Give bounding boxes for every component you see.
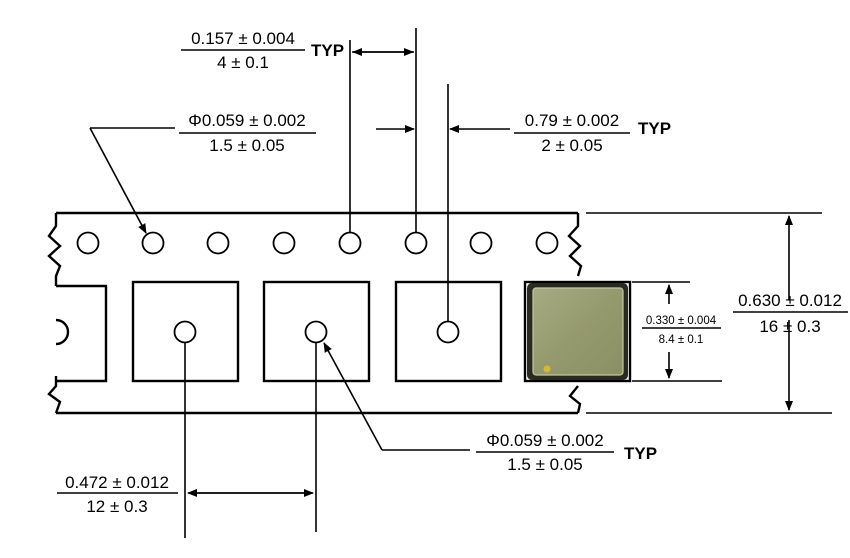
- pin1-marker: [543, 365, 551, 373]
- pocket-size-mm: 8.4 ± 0.1: [659, 334, 704, 346]
- partial-pocket-left: [55, 284, 108, 383]
- hole-to-pocket-typ: TYP: [638, 119, 671, 138]
- sprocket-pitch-inch: 0.157 ± 0.004: [191, 29, 295, 48]
- pocket-size-inch: 0.330 ± 0.004: [646, 315, 717, 327]
- sprocket-hole-inch: Φ0.059 ± 0.002: [188, 111, 305, 130]
- pocket-pitch-inch: 0.472 ± 0.012: [65, 473, 169, 492]
- sprocket-hole-mm: 1.5 ± 0.05: [209, 136, 285, 155]
- pocket-4: [523, 280, 632, 383]
- pocket-hole-2: [304, 320, 328, 344]
- pocket-hole-3: [436, 320, 460, 344]
- component-chip: [527, 283, 628, 380]
- sprocket-holes: [76, 231, 559, 255]
- dimension-lines: [57, 28, 848, 538]
- tape-width-mm: 16 ± 0.3: [759, 317, 820, 336]
- hole-to-pocket-mm: 2 ± 0.05: [541, 136, 602, 155]
- hole-to-pocket-inch: 0.79 ± 0.002: [525, 111, 619, 130]
- sprocket-pitch-typ: TYP: [311, 41, 344, 60]
- dimension-labels: 0.157 ± 0.004 4 ± 0.1 TYP Φ0.059 ± 0.002…: [65, 29, 842, 516]
- pocket-hole-1: [173, 320, 197, 344]
- pocket-hole-typ: TYP: [624, 444, 657, 463]
- tape-outline: [47, 211, 583, 415]
- pocket-hole-inch: Φ0.059 ± 0.002: [486, 431, 603, 450]
- pocket-pitch-mm: 12 ± 0.3: [86, 497, 147, 516]
- tape-width-inch: 0.630 ± 0.012: [738, 291, 842, 310]
- pocket-hole-mm: 1.5 ± 0.05: [507, 455, 583, 474]
- sprocket-pitch-mm: 4 ± 0.1: [217, 53, 269, 72]
